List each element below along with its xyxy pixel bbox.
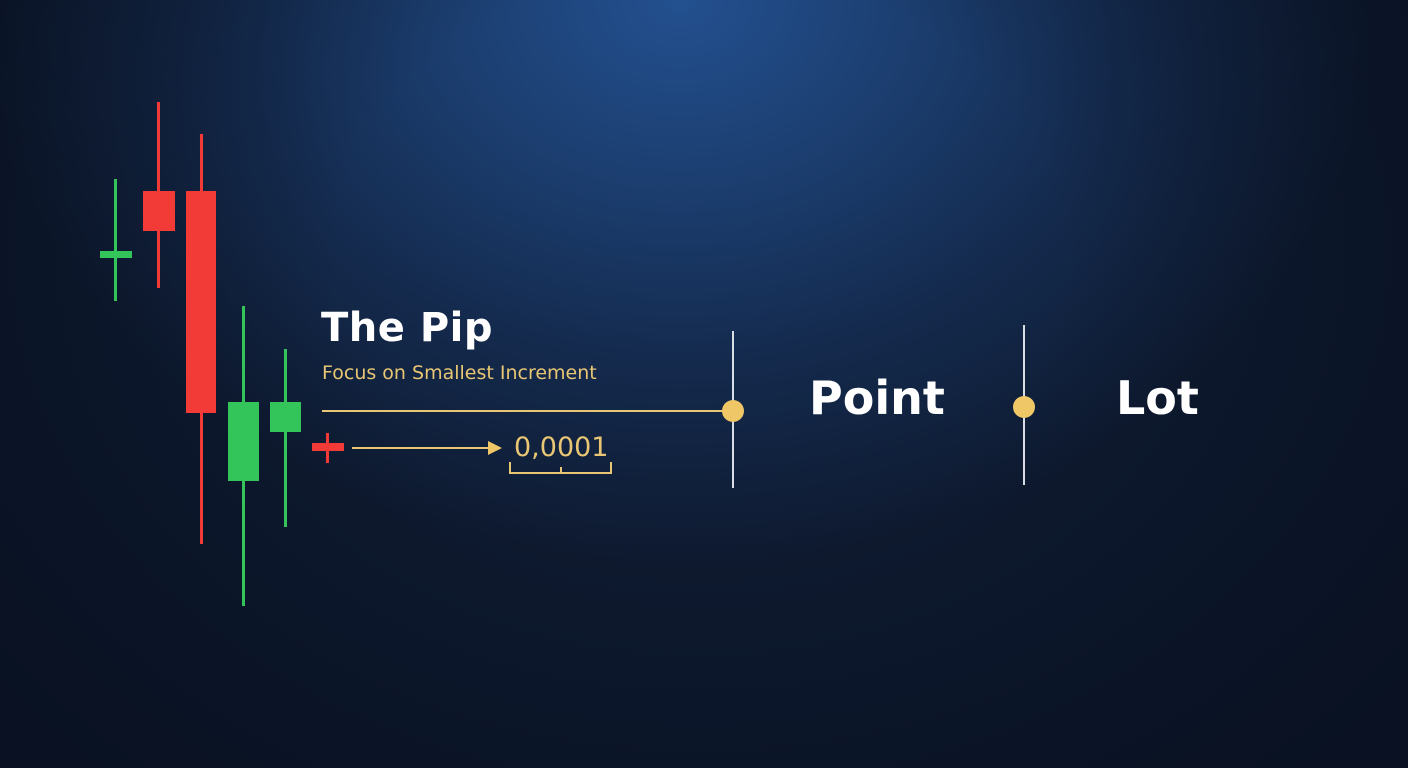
timeline-node-2 (1013, 396, 1035, 418)
pip-value: 0,0001 (514, 432, 609, 463)
diagram-title: The Pip (321, 305, 493, 351)
diagram-subtitle: Focus on Smallest Increment (322, 362, 597, 384)
term-lot: Lot (1116, 371, 1199, 425)
connector-line (322, 410, 724, 412)
term-point: Point (809, 371, 945, 425)
timeline-node-1 (722, 400, 744, 422)
